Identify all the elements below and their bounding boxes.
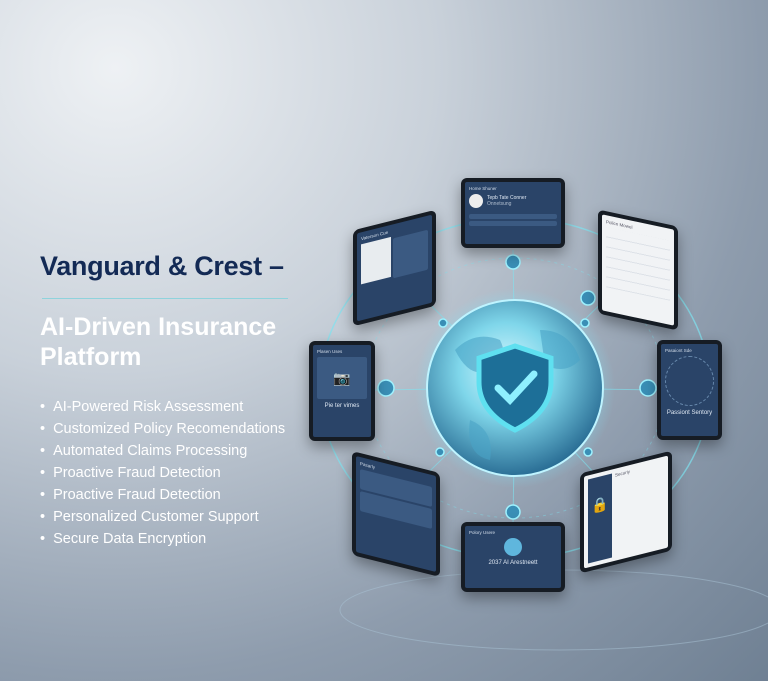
camera-icon: 📷 — [317, 357, 367, 399]
robot-icon — [504, 538, 522, 556]
feature-item: Secure Data Encryption — [40, 528, 285, 550]
feature-item: Proactive Fraud Detection — [40, 462, 285, 484]
divider — [42, 298, 288, 299]
device-policy: Policn Mowel — [598, 209, 678, 331]
device-caption: Passiont Sentory — [666, 410, 713, 416]
device-caption: 2037 AI Arestneett — [488, 560, 538, 566]
lock-icon: 🔒 — [588, 473, 612, 564]
device-header: Securiy — [615, 468, 631, 478]
feature-item: AI-Powered Risk Assessment — [40, 396, 285, 418]
device-header: Pasaiont Sde — [665, 348, 692, 353]
profile-name: Tepb Tate Conner — [487, 195, 527, 201]
feature-item: Proactive Fraud Detection — [40, 484, 285, 506]
device-network: Pasaiont Sde Passiont Sentory — [657, 340, 722, 440]
device-header: Home Shuner — [469, 186, 497, 191]
device-assistant: Polory Usere 2037 AI Arestneett — [461, 522, 565, 592]
feature-item: Customized Policy Recomendations — [40, 418, 285, 440]
device-header: Plasen Uses — [317, 349, 343, 354]
feature-list: AI-Powered Risk Assessment Customized Po… — [40, 396, 285, 550]
avatar — [469, 194, 483, 208]
brand-title: Vanguard & Crest – — [40, 251, 284, 281]
feature-item: Automated Claims Processing — [40, 440, 285, 462]
device-caption: Pie ter vimes — [324, 403, 360, 409]
device-header: Polory Usere — [469, 530, 496, 535]
device-dashboard: Pasarly — [352, 451, 440, 577]
feature-item: Personalized Customer Support — [40, 506, 285, 528]
device-claims: Plasen Uses 📷 Pie ter vimes — [309, 341, 375, 441]
profile-role: Onnetsung — [487, 201, 512, 207]
subtitle: AI-Driven Insurance Platform — [40, 313, 277, 371]
shield-check-icon — [476, 343, 554, 433]
